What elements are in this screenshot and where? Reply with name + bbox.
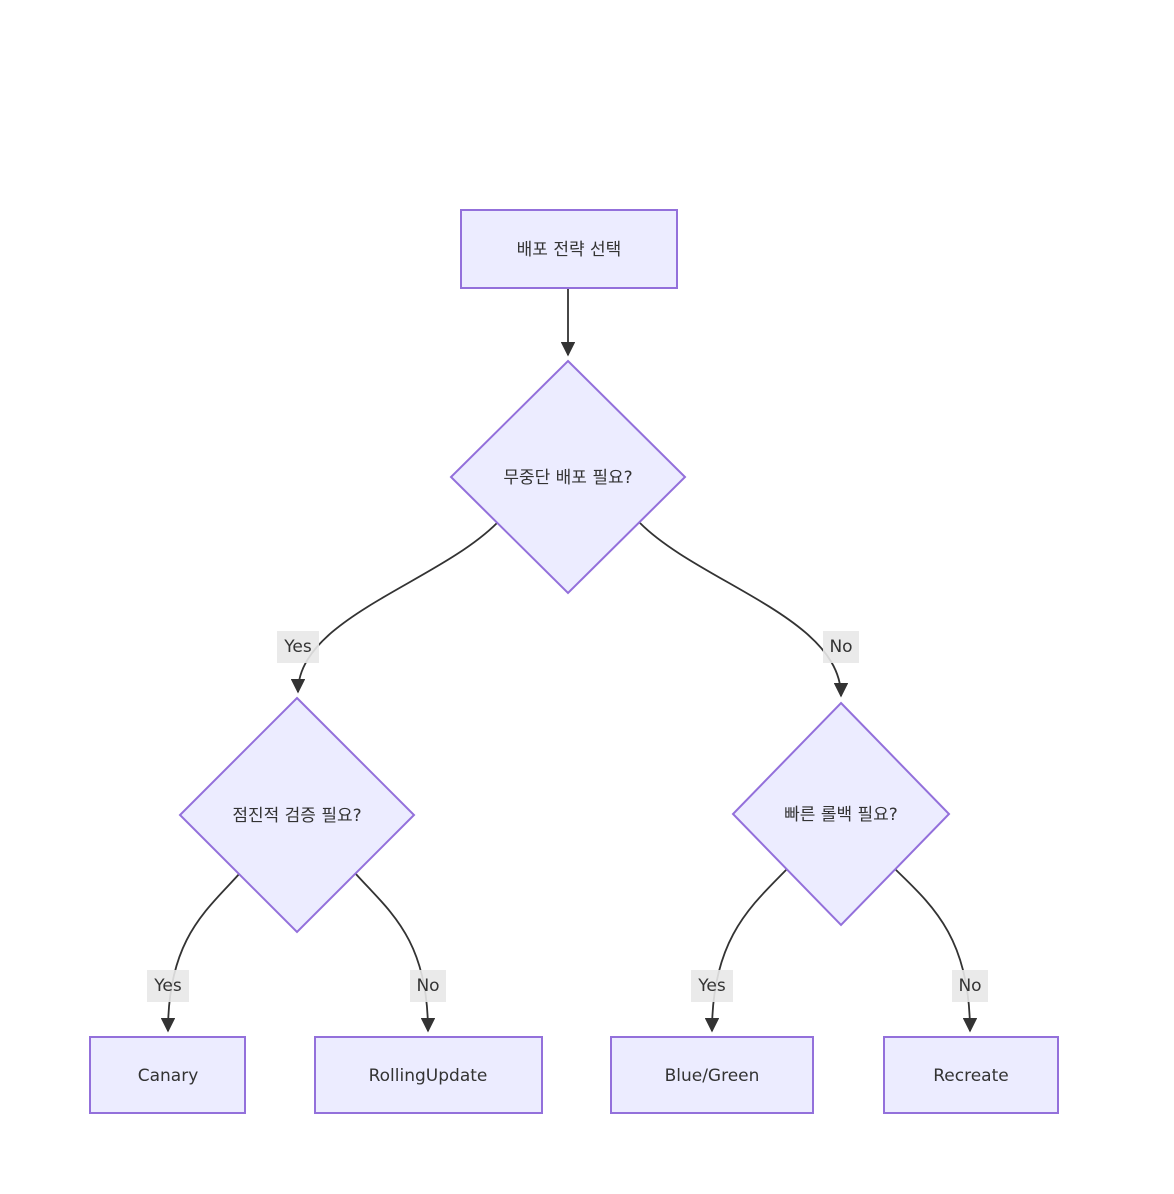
zero-downtime-label: 무중단 배포 필요? [503,468,632,488]
progressive-diamond [178,696,416,934]
blue-green-label: Blue/Green [665,1066,760,1086]
edge-line [160,872,241,1033]
blue-green-box [610,1036,814,1114]
canary-box [89,1036,246,1114]
edge-rollback-yes: Yes [691,868,788,1033]
node-start: 배포 전략 선택 [460,209,678,289]
edge-label-yes: Yes [153,976,182,996]
recreate-box [883,1036,1059,1114]
edge-line [354,872,436,1033]
node-need-zero-downtime: 무중단 배포 필요? [449,359,687,595]
edge-label-yes: Yes [697,976,726,996]
edge-label-background [691,970,733,1002]
edge-label-background [823,631,859,663]
edge-line [894,868,978,1033]
rolling-update-label: RollingUpdate [369,1066,488,1086]
edge-label-no: No [416,976,439,996]
edge-line [290,522,498,694]
start-label: 배포 전략 선택 [517,240,622,260]
edge-line [639,522,849,698]
node-need-progressive: 점진적 검증 필요? [178,696,416,934]
edge-label-background [952,970,988,1002]
node-recreate: Recreate [883,1036,1059,1114]
start-box [460,209,678,289]
edge-line [704,868,788,1033]
rolling-update-box [314,1036,543,1114]
edge-label-yes: Yes [283,637,312,657]
fast-rollback-label: 빠른 롤백 필요? [784,805,898,825]
edge-progressive-yes: Yes [147,872,241,1033]
node-canary: Canary [89,1036,246,1114]
edge-label-no: No [958,976,981,996]
edge-progressive-no: No [354,872,446,1033]
node-blue-green: Blue/Green [610,1036,814,1114]
fast-rollback-diamond [731,701,951,927]
edge-label-background [147,970,189,1002]
edge-zero-downtime-no: No [639,522,859,698]
edge-zero-downtime-yes: Yes [277,522,498,694]
edge-label-background [410,970,446,1002]
edge-label-no: No [829,637,852,657]
node-rolling-update: RollingUpdate [314,1036,543,1114]
canary-label: Canary [138,1066,199,1086]
node-need-fast-rollback: 빠른 롤백 필요? [731,701,951,927]
zero-downtime-diamond [449,359,687,595]
recreate-label: Recreate [933,1066,1008,1086]
edge-label-background [277,631,319,663]
edge-rollback-no: No [894,868,988,1033]
progressive-label: 점진적 검증 필요? [232,806,361,826]
